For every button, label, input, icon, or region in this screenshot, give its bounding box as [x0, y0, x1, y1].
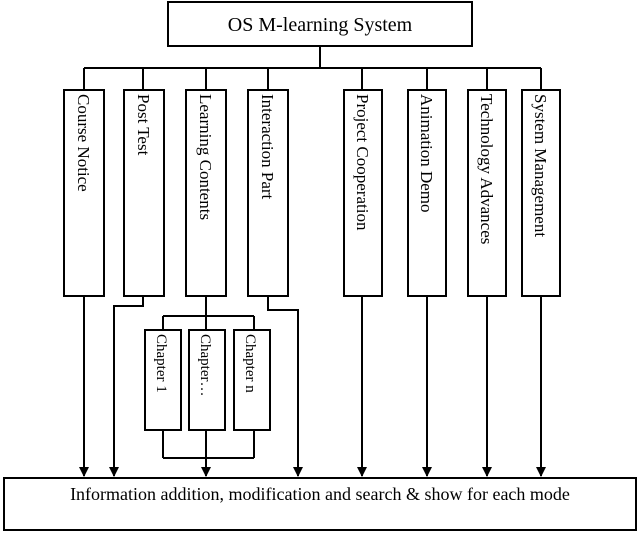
title-label: OS M-learning System — [228, 14, 413, 36]
chapter-1-node: Chapter 1 — [144, 329, 182, 431]
module-label: Course Notice — [74, 94, 93, 192]
module-technology-advances: Technology Advances — [467, 89, 507, 297]
chapter-label: Chapter 1 — [153, 334, 169, 393]
top-connectors — [83, 46, 542, 90]
module-label: Project Cooperation — [353, 94, 372, 231]
chapter-label: Chapter n — [242, 334, 258, 393]
arrow-post-test — [109, 296, 144, 477]
module-learning-contents: Learning Contents — [185, 89, 227, 297]
module-label: System Management — [531, 94, 550, 237]
chapter-merge-lines — [162, 430, 255, 459]
bottom-label: Information addition, modification and s… — [70, 484, 570, 504]
module-animation-demo: Animation Demo — [407, 89, 447, 297]
module-label: Interaction Part — [258, 94, 277, 200]
module-label: Learning Contents — [196, 94, 215, 220]
arrow-interaction-part — [267, 296, 303, 477]
module-system-management: System Management — [521, 89, 561, 297]
title-node: OS M-learning System — [167, 1, 473, 47]
arrows-to-bottom — [79, 296, 546, 477]
module-interaction-part: Interaction Part — [247, 89, 289, 297]
module-label: Post Test — [134, 94, 153, 156]
chapter-mid-node: Chapter… — [188, 329, 226, 431]
module-label: Animation Demo — [417, 94, 436, 213]
chapter-n-node: Chapter n — [233, 329, 271, 431]
module-course-notice: Course Notice — [63, 89, 105, 297]
module-label: Technology Advances — [477, 94, 496, 244]
chapter-label: Chapter… — [197, 334, 213, 396]
bottom-node: Information addition, modification and s… — [3, 477, 637, 531]
chapter-connectors — [162, 296, 255, 330]
module-post-test: Post Test — [123, 89, 165, 297]
module-project-cooperation: Project Cooperation — [343, 89, 383, 297]
